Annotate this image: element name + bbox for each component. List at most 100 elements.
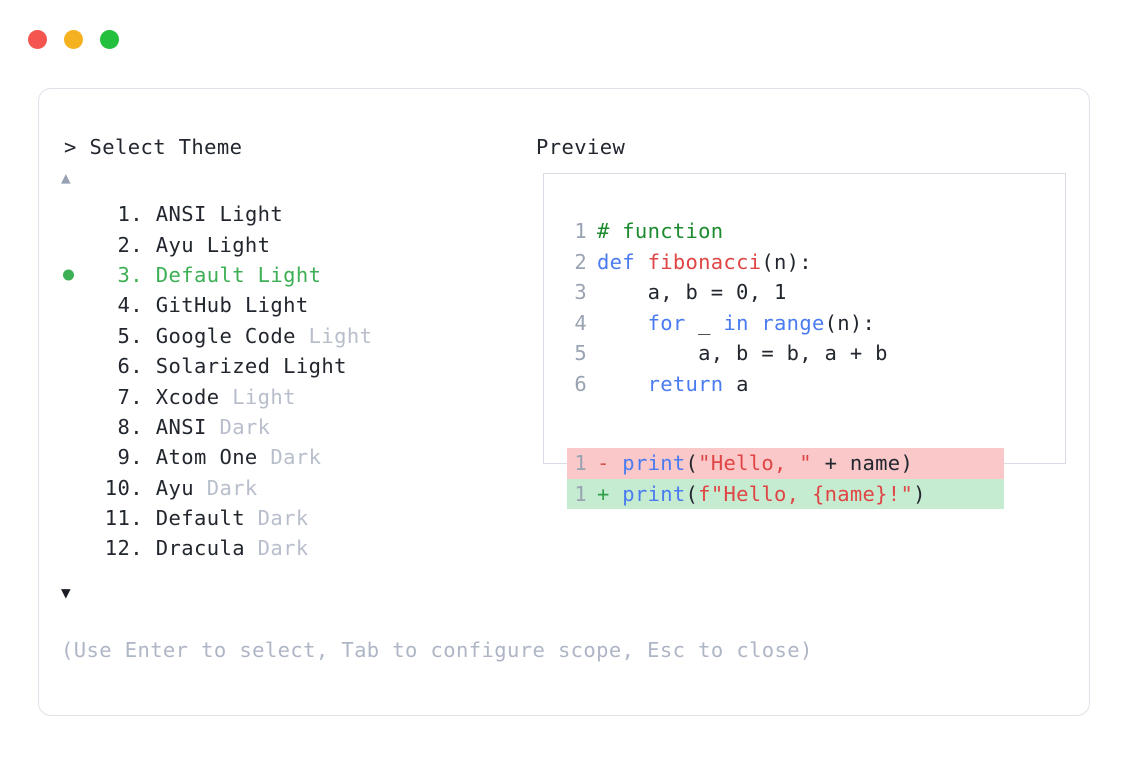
close-window-button[interactable] (28, 30, 47, 49)
theme-list-item[interactable]: 12. Dracula Dark (39, 533, 509, 563)
theme-item-variant: Light (193, 232, 271, 257)
theme-item-name: Atom One (143, 445, 258, 470)
theme-list-item[interactable]: 6. Solarized Light (39, 351, 509, 381)
code-token (597, 372, 648, 396)
minimize-window-button[interactable] (64, 30, 83, 49)
code-token: "Hello, " (698, 451, 812, 475)
theme-picker-card: > Select Theme Preview ▲ ▼ 1. ANSI Light… (38, 88, 1090, 716)
theme-item-name: Dracula (143, 536, 245, 561)
selected-bullet-icon (63, 269, 74, 281)
code-line: 4 for _ in range(n): (567, 308, 888, 339)
code-token: ( (685, 481, 699, 506)
theme-item-index: 2. (117, 232, 143, 257)
theme-item-variant: Dark (193, 475, 258, 500)
code-token: + name) (811, 451, 914, 475)
bullet-placeholder-icon (63, 330, 74, 341)
theme-item-index: 4. (117, 293, 143, 318)
theme-list-item[interactable]: 4. GitHub Light (39, 290, 509, 320)
theme-list-item[interactable]: 9. Atom One Dark (39, 442, 509, 472)
theme-list-item[interactable]: 5. Google Code Light (39, 321, 509, 351)
theme-list-item[interactable]: 1. ANSI Light (39, 199, 509, 229)
code-token: ) (913, 481, 926, 506)
theme-item-variant: Light (270, 354, 347, 379)
bullet-placeholder-icon (63, 209, 74, 220)
code-line: 1 # function (567, 216, 888, 247)
line-number: 1 (574, 481, 587, 506)
theme-item-index: 6. (117, 354, 143, 379)
theme-list-item[interactable]: 10. Ayu Dark (39, 473, 509, 503)
diff-added-line: 1+ print(f"Hello, {name}!") (567, 478, 1004, 510)
line-number: 5 (574, 341, 587, 366)
bullet-placeholder-icon (63, 391, 74, 402)
theme-item-index: 8. (117, 414, 143, 439)
bullet-placeholder-icon (63, 513, 74, 524)
theme-item-name: Default (143, 506, 245, 531)
diff-preview: 1- print("Hello, " + name)1+ print(f"Hel… (567, 448, 1004, 510)
scroll-down-icon[interactable]: ▼ (61, 583, 71, 602)
code-token: def (597, 249, 648, 274)
theme-list-item[interactable]: 11. Default Dark (39, 503, 509, 533)
code-token: (n): (824, 310, 876, 335)
code-token: a (723, 371, 749, 396)
bullet-placeholder-icon (63, 421, 74, 432)
theme-item-variant: Light (295, 323, 373, 348)
theme-item-name: Ayu (143, 232, 194, 257)
theme-item-index: 1. (117, 202, 143, 227)
theme-item-index: 5. (117, 323, 143, 348)
code-token: a, b = 0, 1 (597, 280, 787, 305)
theme-item-variant: Dark (257, 445, 322, 470)
theme-item-index: 12. (104, 536, 143, 561)
theme-item-variant: Dark (244, 506, 309, 531)
code-line: 3 a, b = 0, 1 (567, 277, 888, 308)
code-token: for (647, 310, 686, 335)
code-token: (n): (761, 249, 812, 274)
theme-item-variant: Dark (206, 414, 271, 439)
code-line: 5 a, b = b, a + b (567, 338, 888, 369)
theme-list-item[interactable]: 3. Default Light (39, 260, 509, 290)
bullet-placeholder-icon (63, 300, 74, 311)
theme-item-name: Ayu (143, 475, 194, 500)
bullet-placeholder-icon (63, 482, 74, 493)
code-token (597, 311, 648, 335)
theme-item-name: Xcode (143, 384, 220, 409)
code-token: in (723, 310, 762, 335)
line-number: 1 (574, 219, 587, 243)
line-number: 3 (574, 280, 587, 305)
preview-header: Preview (536, 135, 626, 159)
code-token: return (647, 371, 724, 396)
theme-item-name: ANSI (143, 414, 207, 439)
window-controls (28, 30, 119, 49)
line-number: 4 (574, 310, 587, 335)
theme-item-index: 11. (104, 506, 143, 531)
bullet-placeholder-icon (63, 452, 74, 463)
theme-item-index: 3. (117, 262, 143, 287)
bullet-placeholder-icon (63, 239, 74, 250)
theme-item-name: Solarized (143, 354, 271, 379)
scroll-up-icon[interactable]: ▲ (61, 168, 71, 187)
line-number: 6 (574, 371, 587, 396)
theme-list-item[interactable]: 7. Xcode Light (39, 381, 509, 411)
diff-removed-line: 1- print("Hello, " + name) (567, 448, 1004, 479)
code-token: ( (685, 451, 699, 475)
bullet-placeholder-icon (63, 543, 74, 554)
theme-item-variant: Light (206, 202, 284, 227)
maximize-window-button[interactable] (100, 30, 119, 49)
theme-item-index: 7. (117, 384, 143, 409)
theme-item-name: GitHub (143, 293, 233, 318)
diff-marker: - (597, 451, 623, 475)
theme-item-variant: Light (232, 293, 309, 318)
code-token: # function (597, 219, 724, 243)
theme-item-name: Google Code (143, 323, 296, 348)
code-token: a, b = b, a + b (597, 341, 888, 366)
theme-list-item[interactable]: 8. ANSI Dark (39, 412, 509, 442)
line-number: 1 (574, 451, 587, 475)
code-token: _ (685, 310, 724, 335)
theme-list-item[interactable]: 2. Ayu Light (39, 229, 509, 259)
theme-item-index: 9. (117, 445, 143, 470)
diff-marker: + (597, 481, 623, 506)
code-line: 6 return a (567, 369, 888, 400)
theme-item-name: ANSI (143, 202, 207, 227)
